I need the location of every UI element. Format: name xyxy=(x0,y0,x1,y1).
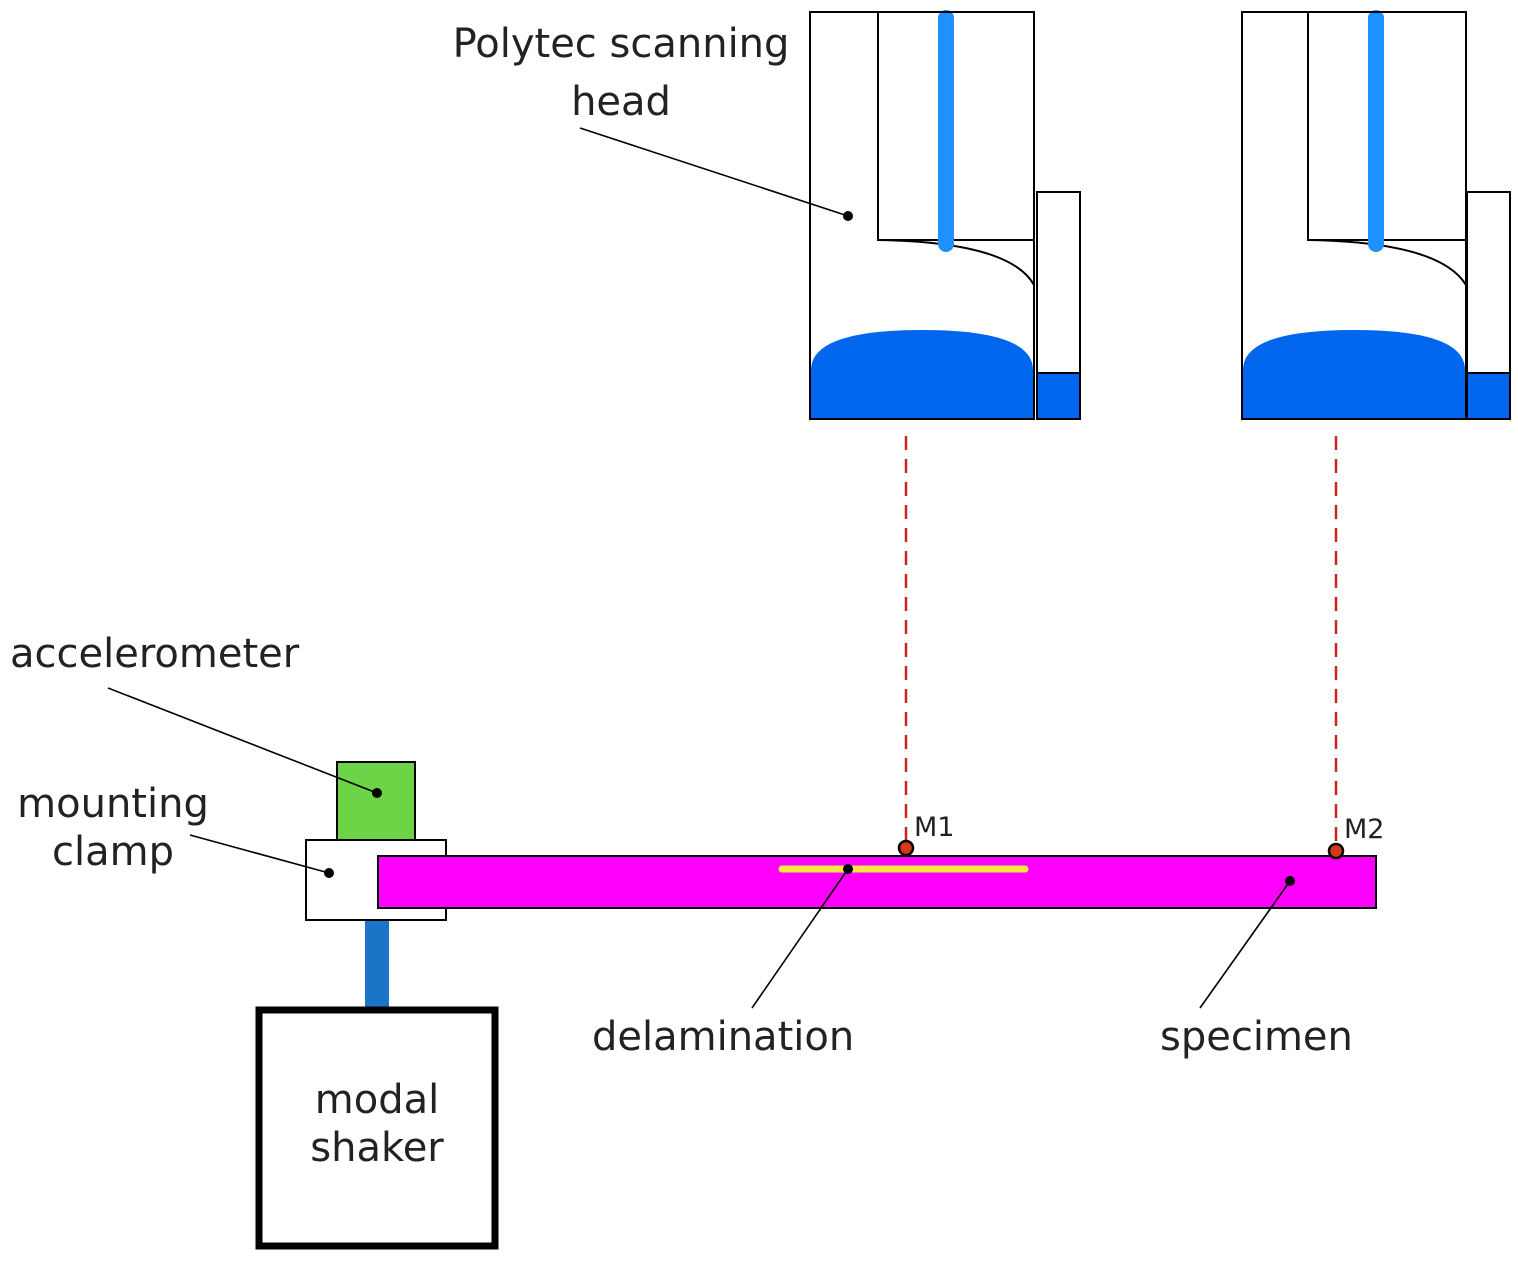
accelerometer-block xyxy=(336,761,416,841)
leader-delamination xyxy=(751,868,849,1009)
label-mounting-clamp-line2: clamp xyxy=(52,829,174,875)
label-specimen: specimen xyxy=(1160,1014,1353,1060)
head-2-inner-panel xyxy=(1307,11,1467,241)
label-shaker-line2: shaker xyxy=(310,1125,444,1171)
head-1-inner-panel xyxy=(877,11,1035,241)
scanning-head-2 xyxy=(1241,10,1511,420)
leader-scanning-head xyxy=(579,127,849,217)
label-scanning-head-line2: head xyxy=(571,79,671,125)
head-1-side-base xyxy=(1036,372,1081,420)
label-mounting-clamp-line1: mounting xyxy=(17,781,209,827)
label-scanning-head-line1: Polytec scanning xyxy=(452,21,790,67)
measurement-point-m2 xyxy=(1327,842,1345,860)
measurement-point-m1 xyxy=(897,839,915,857)
label-point-m2: M2 xyxy=(1344,814,1385,845)
head-2-side-base xyxy=(1466,372,1511,420)
leader-dots xyxy=(324,211,1295,886)
head-1-lens xyxy=(811,330,1033,418)
head-1-curve xyxy=(877,239,1035,286)
modal-shaker-box xyxy=(255,1006,499,1250)
head-2-lens xyxy=(1243,330,1465,418)
head-2-curve xyxy=(1307,239,1467,286)
label-point-m1: M1 xyxy=(914,812,955,843)
label-delamination: delamination xyxy=(592,1014,855,1060)
scanning-head-1 xyxy=(809,10,1081,420)
shaker-rod xyxy=(365,918,389,1010)
specimen-beam xyxy=(377,855,1377,909)
leader-accelerometer xyxy=(107,687,378,794)
leader-specimen xyxy=(1199,880,1291,1009)
leader-mounting-clamp xyxy=(189,834,330,874)
label-shaker-line1: modal xyxy=(314,1077,440,1123)
leader-lines xyxy=(107,127,1291,1009)
label-accelerometer: accelerometer xyxy=(10,631,300,677)
